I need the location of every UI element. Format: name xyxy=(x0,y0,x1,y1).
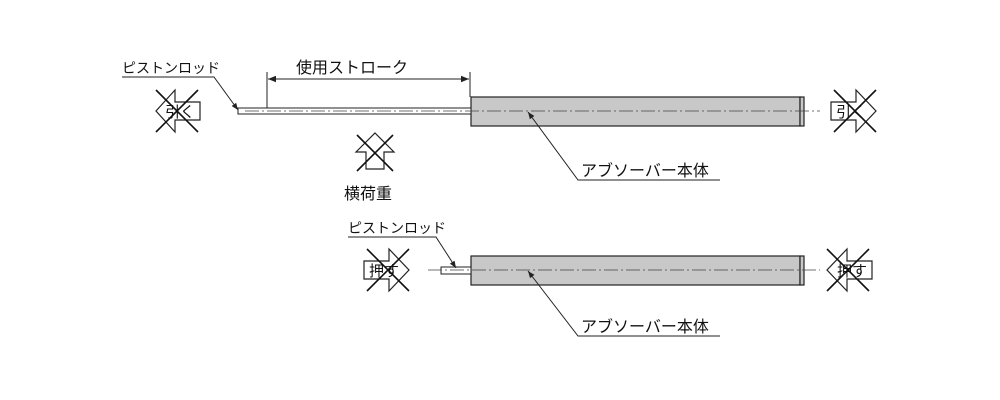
side-load-arrow-icon xyxy=(354,132,396,172)
top-assembly: 使用ストローク ピストンロッド アブソーバー本体 横荷重 引く 引く xyxy=(122,58,877,203)
bottom-rod-label: ピストンロッド xyxy=(348,221,446,237)
stroke-label: 使用ストローク xyxy=(296,58,408,77)
top-right-pull-arrow-icon xyxy=(830,88,877,134)
bottom-assembly: ピストンロッド アブソーバー本体 押す 押す xyxy=(348,221,873,337)
bottom-right-arrow-label: 押す xyxy=(837,262,867,280)
top-left-pull-arrow-icon xyxy=(155,88,201,134)
bottom-left-arrow-label: 押す xyxy=(369,262,399,280)
top-body-label: アブソーバー本体 xyxy=(581,161,709,180)
top-rod-leader xyxy=(122,76,239,111)
top-body-leader xyxy=(527,111,720,181)
bottom-right-push-arrow-icon xyxy=(826,247,873,293)
bottom-body-leader xyxy=(527,270,720,337)
top-right-arrow-label: 引く xyxy=(836,103,866,121)
bottom-absorber-body xyxy=(470,255,801,286)
top-rod-label: ピストンロッド xyxy=(122,61,220,77)
bottom-body-label: アブソーバー本体 xyxy=(581,317,709,336)
top-left-arrow-label: 引く xyxy=(165,103,195,121)
bottom-body-endcap xyxy=(799,255,805,286)
bottom-left-push-arrow-icon xyxy=(363,247,410,293)
top-absorber-body xyxy=(470,96,801,127)
bottom-piston-rod xyxy=(440,266,472,275)
side-load-label: 横荷重 xyxy=(344,184,392,203)
top-body-endcap xyxy=(799,96,805,127)
bottom-rod-leader xyxy=(348,236,457,269)
